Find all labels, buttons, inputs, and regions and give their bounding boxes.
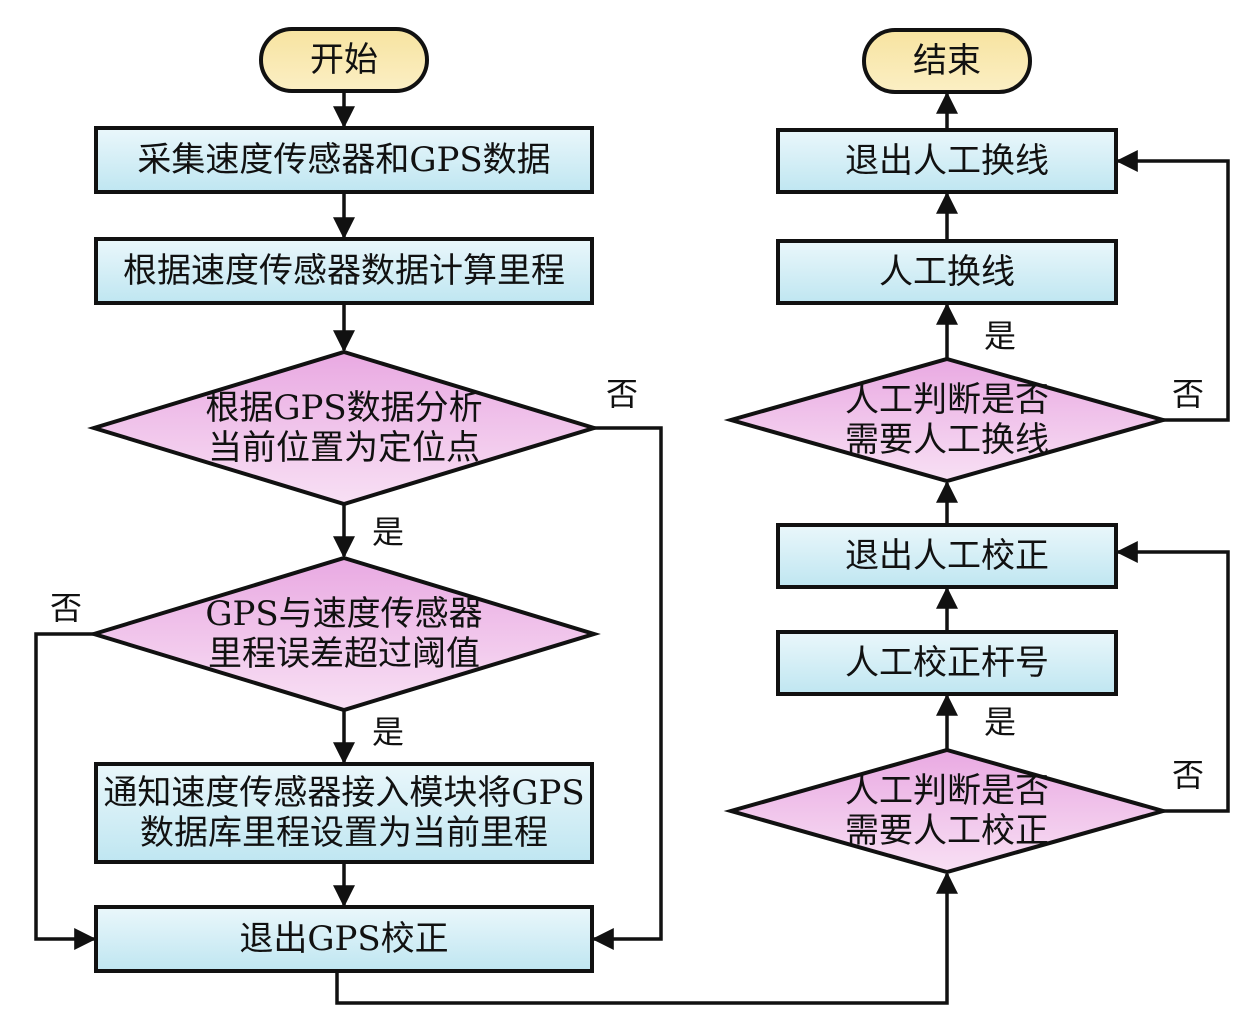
process-exit-gps: 退出GPS校正 xyxy=(94,905,594,973)
node-text-line: 开始 xyxy=(310,40,378,80)
terminal-end: 结束 xyxy=(862,28,1032,94)
edges-layer xyxy=(34,91,1230,1005)
edge-error-exceeds-to-exit-gps xyxy=(34,632,97,950)
node-text-line: 人工校正杆号 xyxy=(845,643,1049,683)
process-box xyxy=(94,905,594,973)
terminal-start: 开始 xyxy=(259,27,429,93)
process-box xyxy=(94,237,594,305)
node-text-line: 根据速度传感器数据计算里程 xyxy=(123,251,565,291)
process-box xyxy=(94,126,594,194)
node-text-line: GPS与速度传感器 xyxy=(205,594,482,634)
process-box xyxy=(776,239,1118,305)
terminal-shape xyxy=(862,28,1032,94)
decision-diamond xyxy=(87,349,601,507)
decision-diamond xyxy=(723,747,1171,875)
node-text-line: 需要人工换线 xyxy=(845,420,1049,460)
edge-need-manual-correct-to-exit-manual-correct xyxy=(1115,541,1230,813)
process-exit-manual-switch: 退出人工换线 xyxy=(776,128,1118,194)
node-text-line: 人工判断是否 xyxy=(845,771,1049,811)
node-text-line: 根据GPS数据分析 xyxy=(205,388,482,428)
decision-diamond xyxy=(723,356,1171,484)
node-text-line: 数据库里程设置为当前里程 xyxy=(140,813,548,853)
process-exit-manual-correct: 退出人工校正 xyxy=(776,523,1118,589)
edge-label-no: 否 xyxy=(50,589,82,627)
nodes-layer: 开始采集速度传感器和GPS数据根据速度传感器数据计算里程根据GPS数据分析当前位… xyxy=(87,27,1171,973)
node-text-line: 采集速度传感器和GPS数据 xyxy=(137,140,550,180)
decision-diamond xyxy=(87,555,601,713)
node-text-line: 退出人工换线 xyxy=(845,141,1049,181)
edge-exit-gps-to-need-manual-correct xyxy=(335,871,958,1005)
process-box xyxy=(776,630,1118,696)
node-text-line: 通知速度传感器接入模块将GPS xyxy=(103,773,584,813)
edge-label-no: 否 xyxy=(606,375,638,413)
edge-label-yes: 是 xyxy=(984,703,1016,741)
edge-need-manual-switch-to-exit-manual-switch xyxy=(1115,150,1230,422)
process-calc-mileage: 根据速度传感器数据计算里程 xyxy=(94,237,594,305)
edge-label-no: 否 xyxy=(1172,375,1204,413)
process-box xyxy=(776,128,1118,194)
process-manual-correct-pole: 人工校正杆号 xyxy=(776,630,1118,696)
node-text-line: 里程误差超过阈值 xyxy=(208,634,480,674)
node-text-line: 需要人工校正 xyxy=(845,811,1049,851)
node-text-line: 结束 xyxy=(913,41,981,81)
node-text-line: 人工换线 xyxy=(879,252,1015,292)
edge-is-locating-point-to-exit-gps xyxy=(591,426,663,950)
edge-label-yes: 是 xyxy=(372,713,404,751)
process-box xyxy=(776,523,1118,589)
process-box xyxy=(94,762,594,864)
edge-label-no: 否 xyxy=(1172,756,1204,794)
node-text-line: 当前位置为定位点 xyxy=(208,428,480,468)
process-collect: 采集速度传感器和GPS数据 xyxy=(94,126,594,194)
node-text-line: 退出GPS校正 xyxy=(239,919,448,959)
edge-label-yes: 是 xyxy=(984,317,1016,355)
node-text-line: 退出人工校正 xyxy=(845,536,1049,576)
edge-label-yes: 是 xyxy=(372,513,404,551)
node-text-line: 人工判断是否 xyxy=(845,380,1049,420)
process-manual-switch: 人工换线 xyxy=(776,239,1118,305)
terminal-shape xyxy=(259,27,429,93)
